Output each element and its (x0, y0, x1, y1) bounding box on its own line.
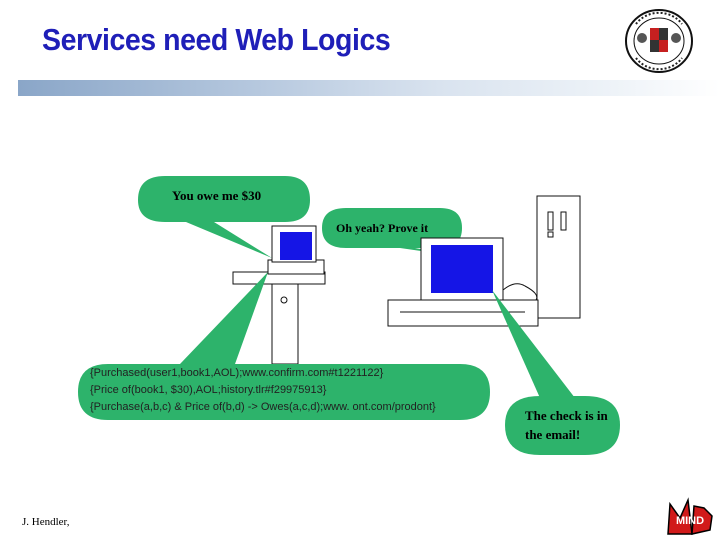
mind-logo-text: MIND (676, 515, 704, 527)
header-banner (18, 80, 720, 96)
slide-title: Services need Web Logics (42, 22, 391, 57)
logic-line: {Price of(book1, $30),AOL;history.tlr#f2… (90, 384, 327, 396)
logic-bubble-pointer (180, 272, 268, 364)
check-bubble (505, 396, 620, 455)
logic-line: {Purchased(user1,book1,AOL);www.confirm.… (90, 367, 384, 379)
mind-logo-icon: MIND (667, 497, 713, 535)
logic-statements: {Purchased(user1,book1,AOL);www.confirm.… (90, 365, 436, 416)
logic-line: {Purchase(a,b,c) & Price of(b,d) -> Owes… (90, 401, 436, 413)
check-bubble-pointer (492, 290, 575, 398)
owe-bubble-text: You owe me $30 (172, 188, 262, 203)
prove-bubble-text: Oh yeah? Prove it (336, 221, 429, 235)
author-footer: J. Hendler, (22, 516, 70, 528)
left-computer-icon (232, 225, 326, 365)
university-seal-icon (625, 9, 693, 73)
owe-bubble (138, 176, 310, 258)
logic-bubble (78, 364, 490, 420)
right-computer-icon (387, 195, 581, 327)
check-bubble-text: The check is in the email! (525, 408, 608, 442)
